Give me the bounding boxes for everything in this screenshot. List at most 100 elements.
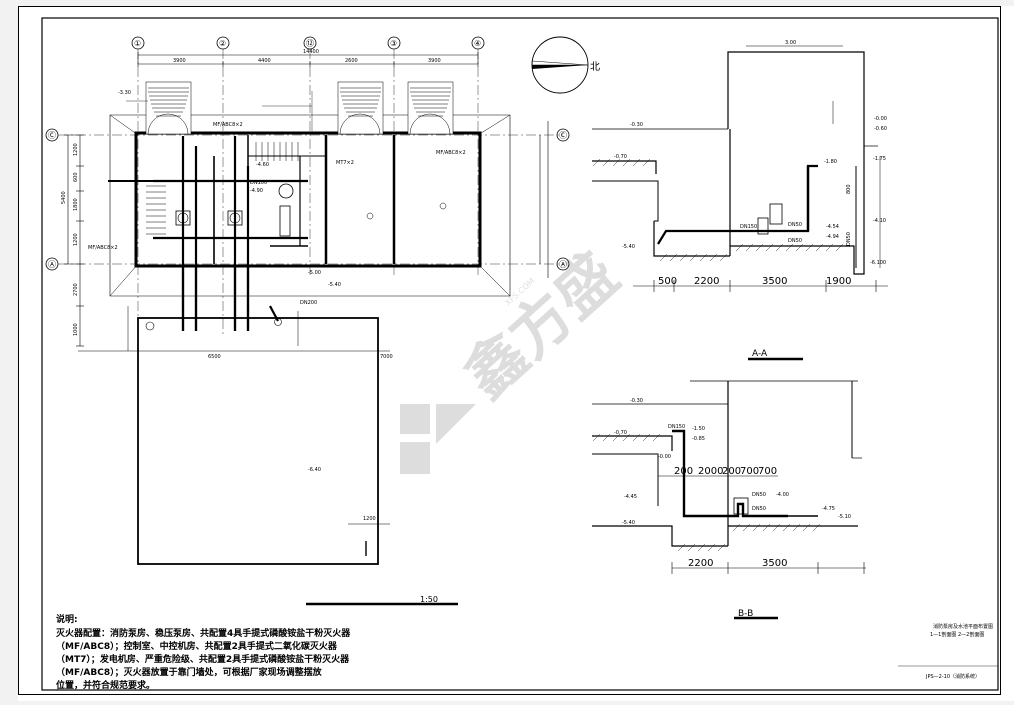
axis-labels: ① ② ⑫ ③ ④ Ⓒ Ⓐ Ⓒ Ⓐ — [48, 39, 567, 269]
notes-line-2: （MF/ABC8）；控制室、中控机房、共配置2具手提式二氧化碳灭火器 — [56, 640, 338, 652]
notes-line-5: 位置，并符合规范要求。 — [56, 679, 155, 691]
elev-5: -5.40 — [328, 282, 341, 288]
axis-top-5: ④ — [474, 39, 481, 48]
dim-tank-5: 2700 — [73, 283, 79, 296]
dim-left-3: 600 — [73, 172, 79, 182]
section-b-b-title: B-B — [738, 609, 753, 619]
notes-line-1: 灭火器配置：消防泵房、稳压泵房、共配置4具手提式磷酸铵盐干粉灭火器 — [55, 627, 351, 639]
bb-dim-bot-1: 2200 — [688, 558, 713, 569]
bb-elev-5: -0.00 — [658, 454, 671, 460]
dim-top-2: 4400 — [258, 58, 271, 64]
title-block-text: 消防泵房及水池平面布置图 1—1剖面图 2—2剖面图 JPS—2-10（消防系统… — [925, 623, 993, 680]
section-b-b-labels: B-B 200 2000 200 700 700 2200 3500 -0.30… — [614, 398, 851, 619]
notes-line-4: （MF/ABC8）；灭火器放置于靠门墙处，可根据厂家现场调整摆放 — [56, 666, 323, 678]
aa-pipe-1: DN150 — [740, 224, 757, 230]
section-a-a-labels: A-A 3.00 500 2200 3500 1900 -0.30 -0.70 … — [614, 40, 887, 359]
plan-dimensions: 14400 3900 4400 2600 3900 5400 1200 600 … — [61, 49, 441, 522]
elev-3: -4.90 — [250, 188, 263, 194]
bb-dim-top-1: 200 — [674, 466, 693, 477]
elev-6: -6.40 — [308, 467, 321, 473]
bb-dim-top-5: 700 — [758, 466, 777, 477]
aa-side-dim-1: 800 — [846, 184, 852, 194]
label-mf-3: MF/ABC8×2 — [436, 150, 466, 156]
aa-elev-9: -6.100 — [870, 260, 886, 266]
title-block-line-2: 1—1剖面图 2—2剖面图 — [930, 631, 984, 638]
dim-left-5: 1200 — [73, 233, 79, 246]
aa-elev-2: -0.70 — [614, 154, 627, 160]
axis-left-a: Ⓐ — [48, 260, 56, 269]
axis-right-c: Ⓒ — [559, 131, 567, 140]
section-a-a-title: A-A — [752, 349, 768, 359]
plan-labels: MF/ABC8×2 MF/ABC8×2 MF/ABC8×2 MT7×2 DN10… — [88, 90, 466, 604]
axis-left-c: Ⓒ — [48, 131, 56, 140]
sheet-frame-outer — [18, 6, 1001, 695]
dim-tank-3: 1200 — [363, 516, 376, 522]
bb-dim-top-4: 700 — [740, 466, 759, 477]
bb-elev-6: -4.45 — [624, 494, 637, 500]
aa-elev-11: -0.60 — [874, 126, 887, 132]
title-block-line-1: 消防泵房及水池平面布置图 — [933, 623, 993, 630]
aa-elev-6: -4.54 — [826, 224, 839, 230]
bb-dim-top-2: 2000 — [698, 466, 723, 477]
bb-pipe-1: DN150 — [668, 424, 685, 430]
title-block-drawing-no: JPS—2-10（消防系统） — [925, 673, 980, 680]
aa-dim-1: 500 — [658, 276, 677, 287]
axis-top-2: ② — [219, 39, 226, 48]
bb-elev-9: -5.10 — [838, 514, 851, 520]
dim-total: 14400 — [303, 49, 319, 55]
dim-top-4: 3900 — [428, 58, 441, 64]
aa-elev-10: -0.00 — [874, 116, 887, 122]
sheet-frame-inner — [41, 17, 999, 691]
axis-top-1: ① — [134, 39, 141, 48]
aa-elev-5: -4.10 — [873, 218, 886, 224]
elev-2: -4.60 — [256, 162, 269, 168]
aa-elev-3: -1.80 — [824, 159, 837, 165]
dim-left-1: 5400 — [61, 191, 67, 204]
scale-label: 1:50 — [420, 595, 438, 604]
section-a-a — [592, 45, 888, 361]
notes-heading: 说明: — [56, 613, 78, 625]
section-b-b — [592, 380, 866, 620]
bb-elev-8: -4.75 — [822, 506, 835, 512]
dim-tank-4: 1000 — [73, 323, 79, 336]
notes-line-3: （MT7）；发电机房、严重危险级、共配置2具手提式磷酸铵盐干粉灭火器 — [56, 653, 350, 665]
axis-top-4: ③ — [390, 39, 397, 48]
dim-top-3: 2600 — [345, 58, 358, 64]
aa-side-dim-2: DN50 — [846, 232, 852, 246]
label-mf-2: MF/ABC8×2 — [88, 245, 118, 251]
north-label: 北 — [590, 61, 600, 73]
label-mf-1: MF/ABC8×2 — [213, 122, 243, 128]
bb-pipe-3: DN50 — [752, 506, 766, 512]
louvre-vents — [145, 81, 454, 135]
dim-left-2: 1200 — [73, 143, 79, 156]
notes: 说明: 灭火器配置：消防泵房、稳压泵房、共配置4具手提式磷酸铵盐干粉灭火器 （M… — [55, 613, 351, 691]
bb-elev-2: -0.70 — [614, 430, 627, 436]
bb-dim-top-3: 200 — [722, 466, 741, 477]
drawing-sheet: 鑫方盛 XFS.COM — [18, 6, 1014, 701]
watermark: 鑫方盛 XFS.COM — [400, 240, 632, 474]
bb-dim-bot-2: 3500 — [762, 558, 787, 569]
plan-view — [45, 36, 570, 606]
dim-tank-1: 6500 — [208, 354, 221, 360]
aa-elev-8: -5.40 — [622, 244, 635, 250]
dim-left-4: 1800 — [73, 198, 79, 211]
north-arrow: 北 — [531, 36, 600, 94]
bb-pipe-2: DN50 — [752, 492, 766, 498]
label-dn200: DN200 — [300, 300, 317, 306]
aa-pipe-3: DN50 — [788, 238, 802, 244]
bb-elev-10: -5.40 — [622, 520, 635, 526]
bb-elev-7: -4.00 — [776, 492, 789, 498]
dim-tank-2: 7000 — [380, 354, 393, 360]
label-mt7: MT7×2 — [336, 160, 354, 166]
aa-dim-2: 2200 — [694, 276, 719, 287]
elev-1: -3.30 — [118, 90, 131, 96]
aa-elev-4: -1.75 — [873, 156, 886, 162]
bb-elev-1: -0.30 — [630, 398, 643, 404]
cad-drawing: 鑫方盛 XFS.COM — [18, 6, 1001, 695]
aa-dim-4: 1900 — [826, 276, 851, 287]
bb-elev-3: -1.50 — [692, 426, 705, 432]
label-dn100: DN100 — [250, 180, 267, 186]
dim-top-1: 3900 — [173, 58, 186, 64]
aa-pipe-2: DN50 — [788, 222, 802, 228]
axis-right-a: Ⓐ — [559, 260, 567, 269]
